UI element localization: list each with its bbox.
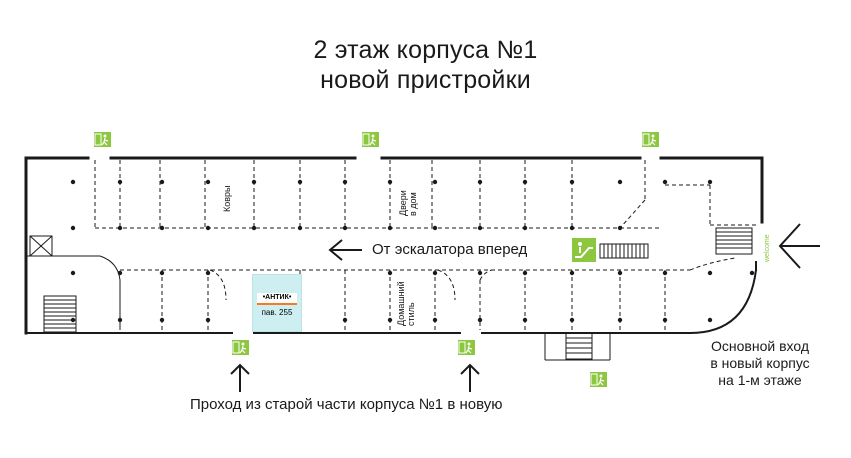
wall-left-lobby-curve (99, 255, 121, 281)
wall-curve (688, 268, 758, 335)
emergency-exit-icon (590, 372, 607, 387)
main-entrance-line-1: Основной вход (711, 338, 809, 354)
stairs-left (43, 295, 77, 333)
emergency-exit-icon (362, 132, 379, 147)
escalator-icon (572, 238, 596, 262)
zone-label-home-style-line-2: стиль (406, 302, 416, 326)
zone-label-doors-line-2: в дом (408, 192, 418, 216)
partition-curve-b (209, 269, 227, 301)
main-entrance-line-2: в новый корпус (710, 355, 810, 371)
arrow-left-icon (328, 239, 362, 261)
page-title-line-1: 2 этаж корпуса №1 (313, 36, 538, 64)
partition-curve-d (479, 269, 493, 281)
interior-walls (26, 235, 611, 361)
zone-label-doors-line-1: Двери (398, 190, 408, 216)
main-entrance-label: Основной вход в новый корпус на 1-м этаж… (680, 338, 840, 389)
zone-label-home-style: Домашний стиль (396, 281, 416, 326)
zone-label-home-style-line-1: Домашний (396, 281, 406, 326)
partition-diag-1 (619, 199, 646, 229)
entrance-arrow-icon (778, 223, 820, 269)
escalator-direction-label: От эскалатора вперед (372, 241, 528, 258)
zone-label-doors: Двери в дом (398, 190, 418, 216)
shop-antik-pavilion[interactable]: •АНТИК• пав. 255 (252, 274, 302, 332)
elevator-box (29, 235, 53, 257)
arrow-up-icon (460, 363, 480, 392)
columns (70, 179, 755, 323)
zone-label-carpets: Ковры (222, 185, 232, 212)
emergency-exit-icon (458, 340, 475, 355)
partition-curve-e (689, 257, 736, 271)
main-entrance-line-3: на 1-м этаже (718, 372, 802, 388)
elevator-cross-2 (29, 235, 53, 257)
emergency-exit-icon (94, 132, 111, 147)
welcome-sign: welcome (764, 234, 771, 262)
escalator-steps (599, 243, 649, 259)
passage-label: Проход из старой части корпуса №1 в нову… (190, 396, 503, 413)
page-title-line-2: новой пристройки (320, 66, 531, 94)
shop-pavilion-number: пав. 255 (261, 308, 293, 317)
partition-curve-c (437, 269, 456, 301)
stairs-right (715, 227, 753, 255)
stairs-bottom (565, 332, 593, 360)
arrow-up-icon (230, 363, 250, 392)
emergency-exit-icon (232, 340, 249, 355)
shop-logo: •АНТИК• (257, 293, 297, 305)
emergency-exit-icon (642, 132, 659, 147)
